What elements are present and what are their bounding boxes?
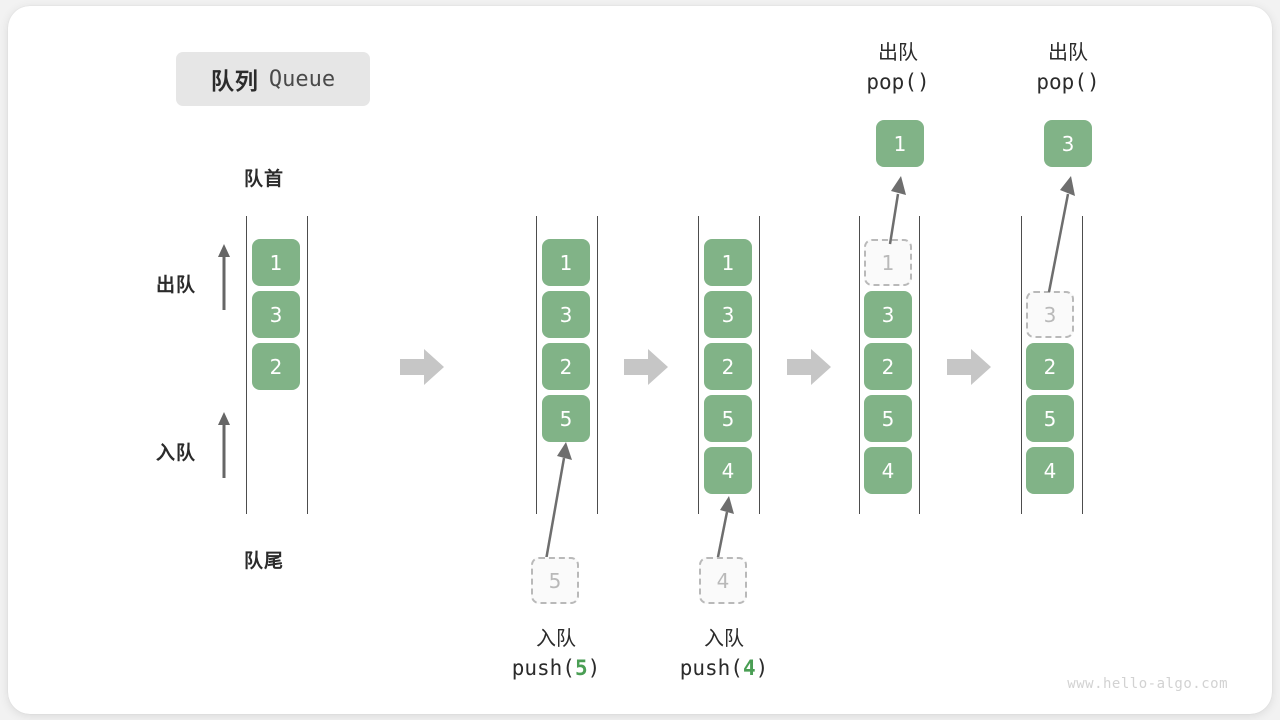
push-4-label-code: push(4)	[679, 656, 769, 680]
diagram-title-badge: 队列 Queue	[176, 52, 370, 106]
queue-item: 1	[704, 239, 752, 286]
transition-arrow-icon	[787, 349, 831, 385]
title-en: Queue	[268, 66, 336, 92]
queue-item: 4	[864, 447, 912, 494]
pop-3-label-code: pop()	[1036, 70, 1100, 94]
queue-item: 5	[542, 395, 590, 442]
pop-1-label: 出队 pop()	[808, 38, 988, 97]
enqueue-direction-arrow-icon	[218, 412, 230, 478]
push-5-label-cn: 入队	[536, 626, 576, 650]
dequeue-direction-label: 出队	[156, 274, 197, 296]
pop-1-label-cn: 出队	[878, 40, 918, 64]
pop-1-connector-arrow-icon	[888, 176, 906, 245]
dequeue-direction-arrow-icon	[218, 244, 230, 310]
queue-tail-label: 队尾	[244, 550, 285, 572]
rail-right-col5	[1082, 216, 1083, 514]
rail-right-col3	[759, 216, 760, 514]
transition-arrow-icon	[400, 349, 444, 385]
queue-item: 3	[704, 291, 752, 338]
diagram-card: 队列 Queue 队首 队尾 出队 入队 1 3 2 1 3 2	[8, 6, 1272, 714]
queue-item: 2	[1026, 343, 1074, 390]
queue-item: 5	[704, 395, 752, 442]
transition-arrow-icon	[947, 349, 991, 385]
queue-item: 2	[252, 343, 300, 390]
push-4-label-cn: 入队	[704, 626, 744, 650]
pop-3-label-cn: 出队	[1048, 40, 1088, 64]
pop-1-label-code: pop()	[866, 70, 930, 94]
push-5-label: 入队 push(5)	[466, 624, 646, 683]
pop-3-ghost-slot: 3	[1026, 291, 1074, 338]
queue-item: 5	[1026, 395, 1074, 442]
queue-item: 1	[252, 239, 300, 286]
rail-left-col4	[859, 216, 860, 514]
queue-item: 3	[542, 291, 590, 338]
pop-3-label: 出队 pop()	[978, 38, 1158, 97]
transition-arrow-icon	[624, 349, 668, 385]
rail-right-col1	[307, 216, 308, 514]
push-5-label-code: push(5)	[511, 656, 601, 680]
enqueue-direction-label: 入队	[156, 442, 197, 464]
queue-item: 3	[864, 291, 912, 338]
queue-item: 2	[704, 343, 752, 390]
title-cn: 队列	[210, 69, 259, 95]
rail-left-col1	[246, 216, 247, 514]
queue-item: 2	[864, 343, 912, 390]
pop-3-result-item: 3	[1044, 120, 1092, 167]
queue-item: 4	[704, 447, 752, 494]
push-5-ghost-item: 5	[531, 557, 579, 604]
queue-item: 2	[542, 343, 590, 390]
queue-item: 5	[864, 395, 912, 442]
pop-1-ghost-slot: 1	[864, 239, 912, 286]
watermark: www.hello-algo.com	[1067, 676, 1228, 692]
queue-item: 4	[1026, 447, 1074, 494]
queue-head-label: 队首	[244, 168, 285, 190]
push-4-ghost-item: 4	[699, 557, 747, 604]
push-5-connector-arrow-icon	[544, 442, 572, 561]
rail-left-col3	[698, 216, 699, 514]
push-4-connector-arrow-icon	[715, 496, 734, 563]
queue-item: 3	[252, 291, 300, 338]
queue-item: 1	[542, 239, 590, 286]
rail-left-col2	[536, 216, 537, 514]
pop-3-connector-arrow-icon	[1047, 176, 1075, 293]
rail-right-col2	[597, 216, 598, 514]
rail-right-col4	[919, 216, 920, 514]
rail-left-col5	[1021, 216, 1022, 514]
push-4-label: 入队 push(4)	[634, 624, 814, 683]
pop-1-result-item: 1	[876, 120, 924, 167]
